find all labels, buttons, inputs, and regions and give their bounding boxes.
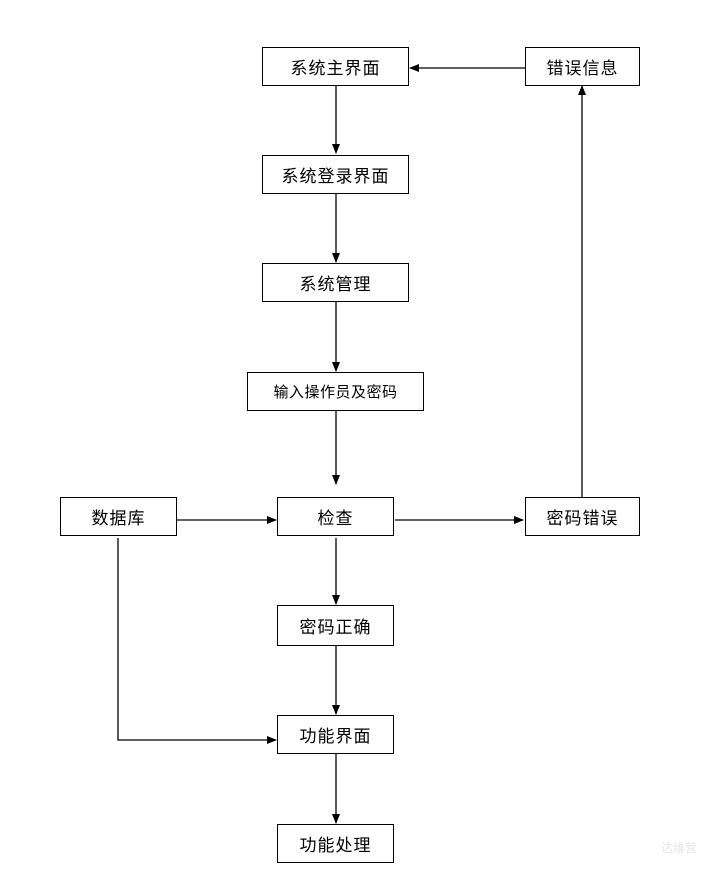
password-correct-box: 密码正确 xyxy=(277,605,394,646)
check-box: 检查 xyxy=(277,497,394,536)
database-box: 数据库 xyxy=(60,497,177,536)
arrow-database-to-function-ui xyxy=(117,538,277,744)
login-ui-box: 系统登录界面 xyxy=(262,155,409,194)
function-ui-box: 功能界面 xyxy=(277,715,394,754)
main-ui-box: 系统主界面 xyxy=(262,47,409,86)
function-process-box: 功能处理 xyxy=(277,824,394,863)
input-operator-password-box: 输入操作员及密码 xyxy=(247,372,424,411)
system-management-box: 系统管理 xyxy=(262,263,409,302)
error-info-box: 错误信息 xyxy=(525,47,640,86)
watermark-text: 达维营 xyxy=(660,841,697,855)
password-error-box: 密码错误 xyxy=(525,497,640,536)
